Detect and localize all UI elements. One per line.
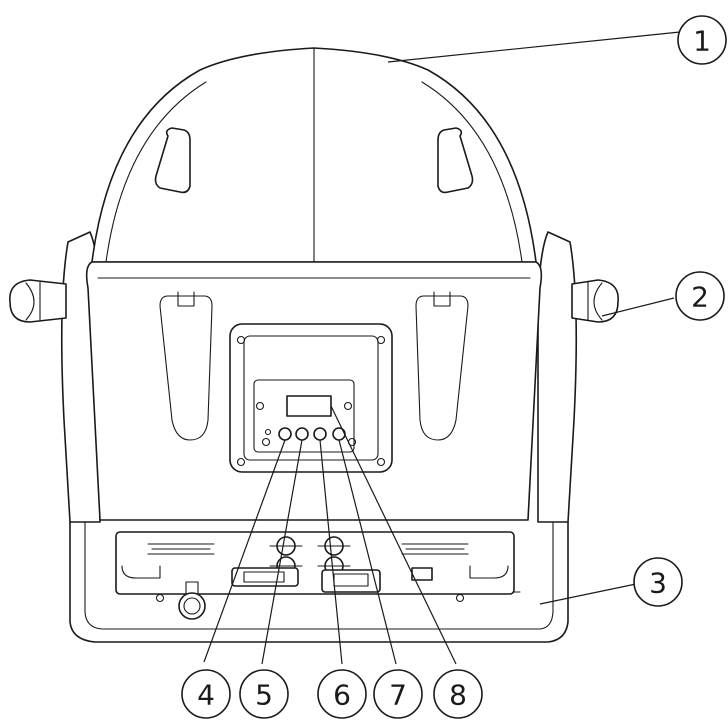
callout-6: 6	[317, 669, 367, 719]
button-4	[332, 427, 346, 441]
connector-panel	[115, 531, 515, 603]
callout-3: 3	[633, 557, 683, 607]
callout-8: 8	[433, 669, 483, 719]
safety-eyelet	[178, 581, 206, 620]
button-1	[278, 427, 292, 441]
callout-4-label: 4	[197, 679, 215, 712]
callout-4: 4	[181, 669, 231, 719]
callout-1: 1	[677, 15, 727, 65]
head-top	[91, 47, 537, 263]
tilt-lock-handle-right	[571, 279, 619, 323]
callout-7-label: 7	[389, 679, 407, 712]
callout-6-label: 6	[333, 679, 351, 712]
display	[286, 395, 332, 417]
callout-1-label: 1	[693, 25, 711, 58]
callout-5-label: 5	[255, 679, 273, 712]
callout-2: 2	[675, 271, 725, 321]
callout-3-label: 3	[649, 567, 667, 600]
callout-5: 5	[239, 669, 289, 719]
leader-lines	[203, 31, 681, 665]
callout-7: 7	[373, 669, 423, 719]
callout-8-label: 8	[449, 679, 467, 712]
callout-2-label: 2	[691, 281, 709, 314]
button-2	[295, 427, 309, 441]
status-led	[264, 428, 272, 436]
button-3	[313, 427, 327, 441]
tilt-lock-handle	[9, 279, 67, 323]
